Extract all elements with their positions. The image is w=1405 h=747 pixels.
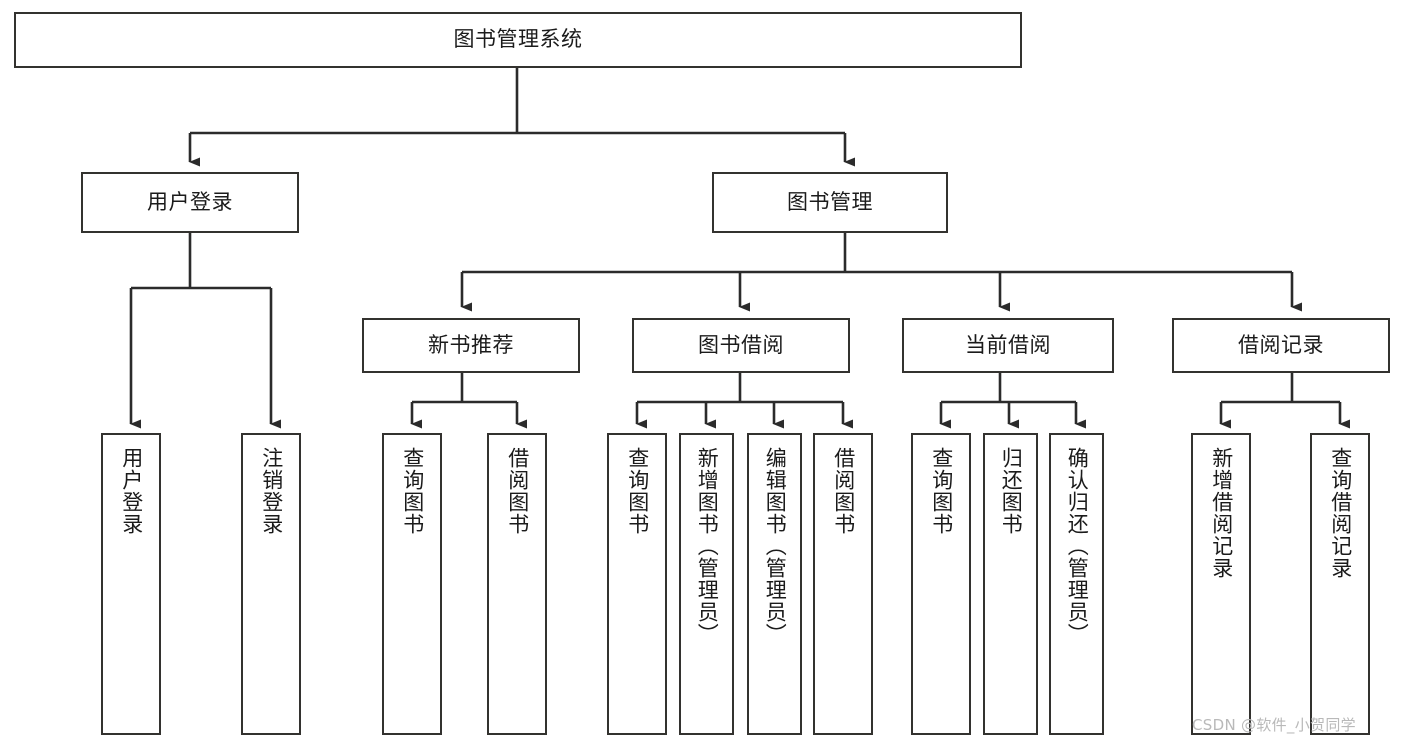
node-leaf-add-record-label: 新增借阅记录	[1209, 447, 1234, 579]
node-leaf-query-book-3-label: 查询图书	[929, 447, 954, 535]
node-leaf-query-book-2-label: 查询图书	[625, 447, 650, 535]
node-leaf-edit-book-label: 编辑图书（管理员）	[763, 447, 788, 645]
node-leaf-logout[interactable]: 注销登录	[241, 433, 301, 735]
node-leaf-user-login-label: 用户登录	[119, 447, 144, 535]
node-book-borrow[interactable]: 图书借阅	[632, 318, 850, 373]
node-current-borrow-label: 当前借阅	[965, 332, 1051, 357]
node-root[interactable]: 图书管理系统	[14, 12, 1022, 68]
node-leaf-query-book-3[interactable]: 查询图书	[911, 433, 971, 735]
node-leaf-logout-label: 注销登录	[259, 447, 284, 535]
node-leaf-add-record[interactable]: 新增借阅记录	[1191, 433, 1251, 735]
node-leaf-query-book-1[interactable]: 查询图书	[382, 433, 442, 735]
node-new-book-recommend[interactable]: 新书推荐	[362, 318, 580, 373]
node-leaf-query-book-1-label: 查询图书	[400, 447, 425, 535]
csdn-watermark: CSDN @软件_小贺同学	[1192, 716, 1356, 734]
node-book-borrow-label: 图书借阅	[698, 332, 784, 357]
node-leaf-query-book-2[interactable]: 查询图书	[607, 433, 667, 735]
node-leaf-confirm-return-label: 确认归还（管理员）	[1065, 447, 1090, 645]
node-leaf-add-book-label: 新增图书（管理员）	[695, 447, 720, 645]
node-leaf-borrow-book-2[interactable]: 借阅图书	[813, 433, 873, 735]
node-book-manage[interactable]: 图书管理	[712, 172, 948, 233]
node-leaf-return-book-label: 归还图书	[999, 447, 1024, 535]
node-leaf-user-login[interactable]: 用户登录	[101, 433, 161, 735]
node-user-login[interactable]: 用户登录	[81, 172, 299, 233]
node-current-borrow[interactable]: 当前借阅	[902, 318, 1114, 373]
node-leaf-borrow-book-1[interactable]: 借阅图书	[487, 433, 547, 735]
node-leaf-query-record[interactable]: 查询借阅记录	[1310, 433, 1370, 735]
node-leaf-add-book[interactable]: 新增图书（管理员）	[679, 433, 734, 735]
node-book-manage-label: 图书管理	[787, 189, 873, 214]
node-leaf-return-book[interactable]: 归还图书	[983, 433, 1038, 735]
node-leaf-edit-book[interactable]: 编辑图书（管理员）	[747, 433, 802, 735]
node-leaf-borrow-book-1-label: 借阅图书	[505, 447, 530, 535]
node-user-login-label: 用户登录	[147, 189, 233, 214]
node-leaf-borrow-book-2-label: 借阅图书	[831, 447, 856, 535]
node-leaf-confirm-return[interactable]: 确认归还（管理员）	[1049, 433, 1104, 735]
node-borrow-record[interactable]: 借阅记录	[1172, 318, 1390, 373]
node-new-book-recommend-label: 新书推荐	[428, 332, 514, 357]
node-borrow-record-label: 借阅记录	[1238, 332, 1324, 357]
node-root-label: 图书管理系统	[453, 27, 583, 52]
node-leaf-query-record-label: 查询借阅记录	[1328, 447, 1353, 579]
